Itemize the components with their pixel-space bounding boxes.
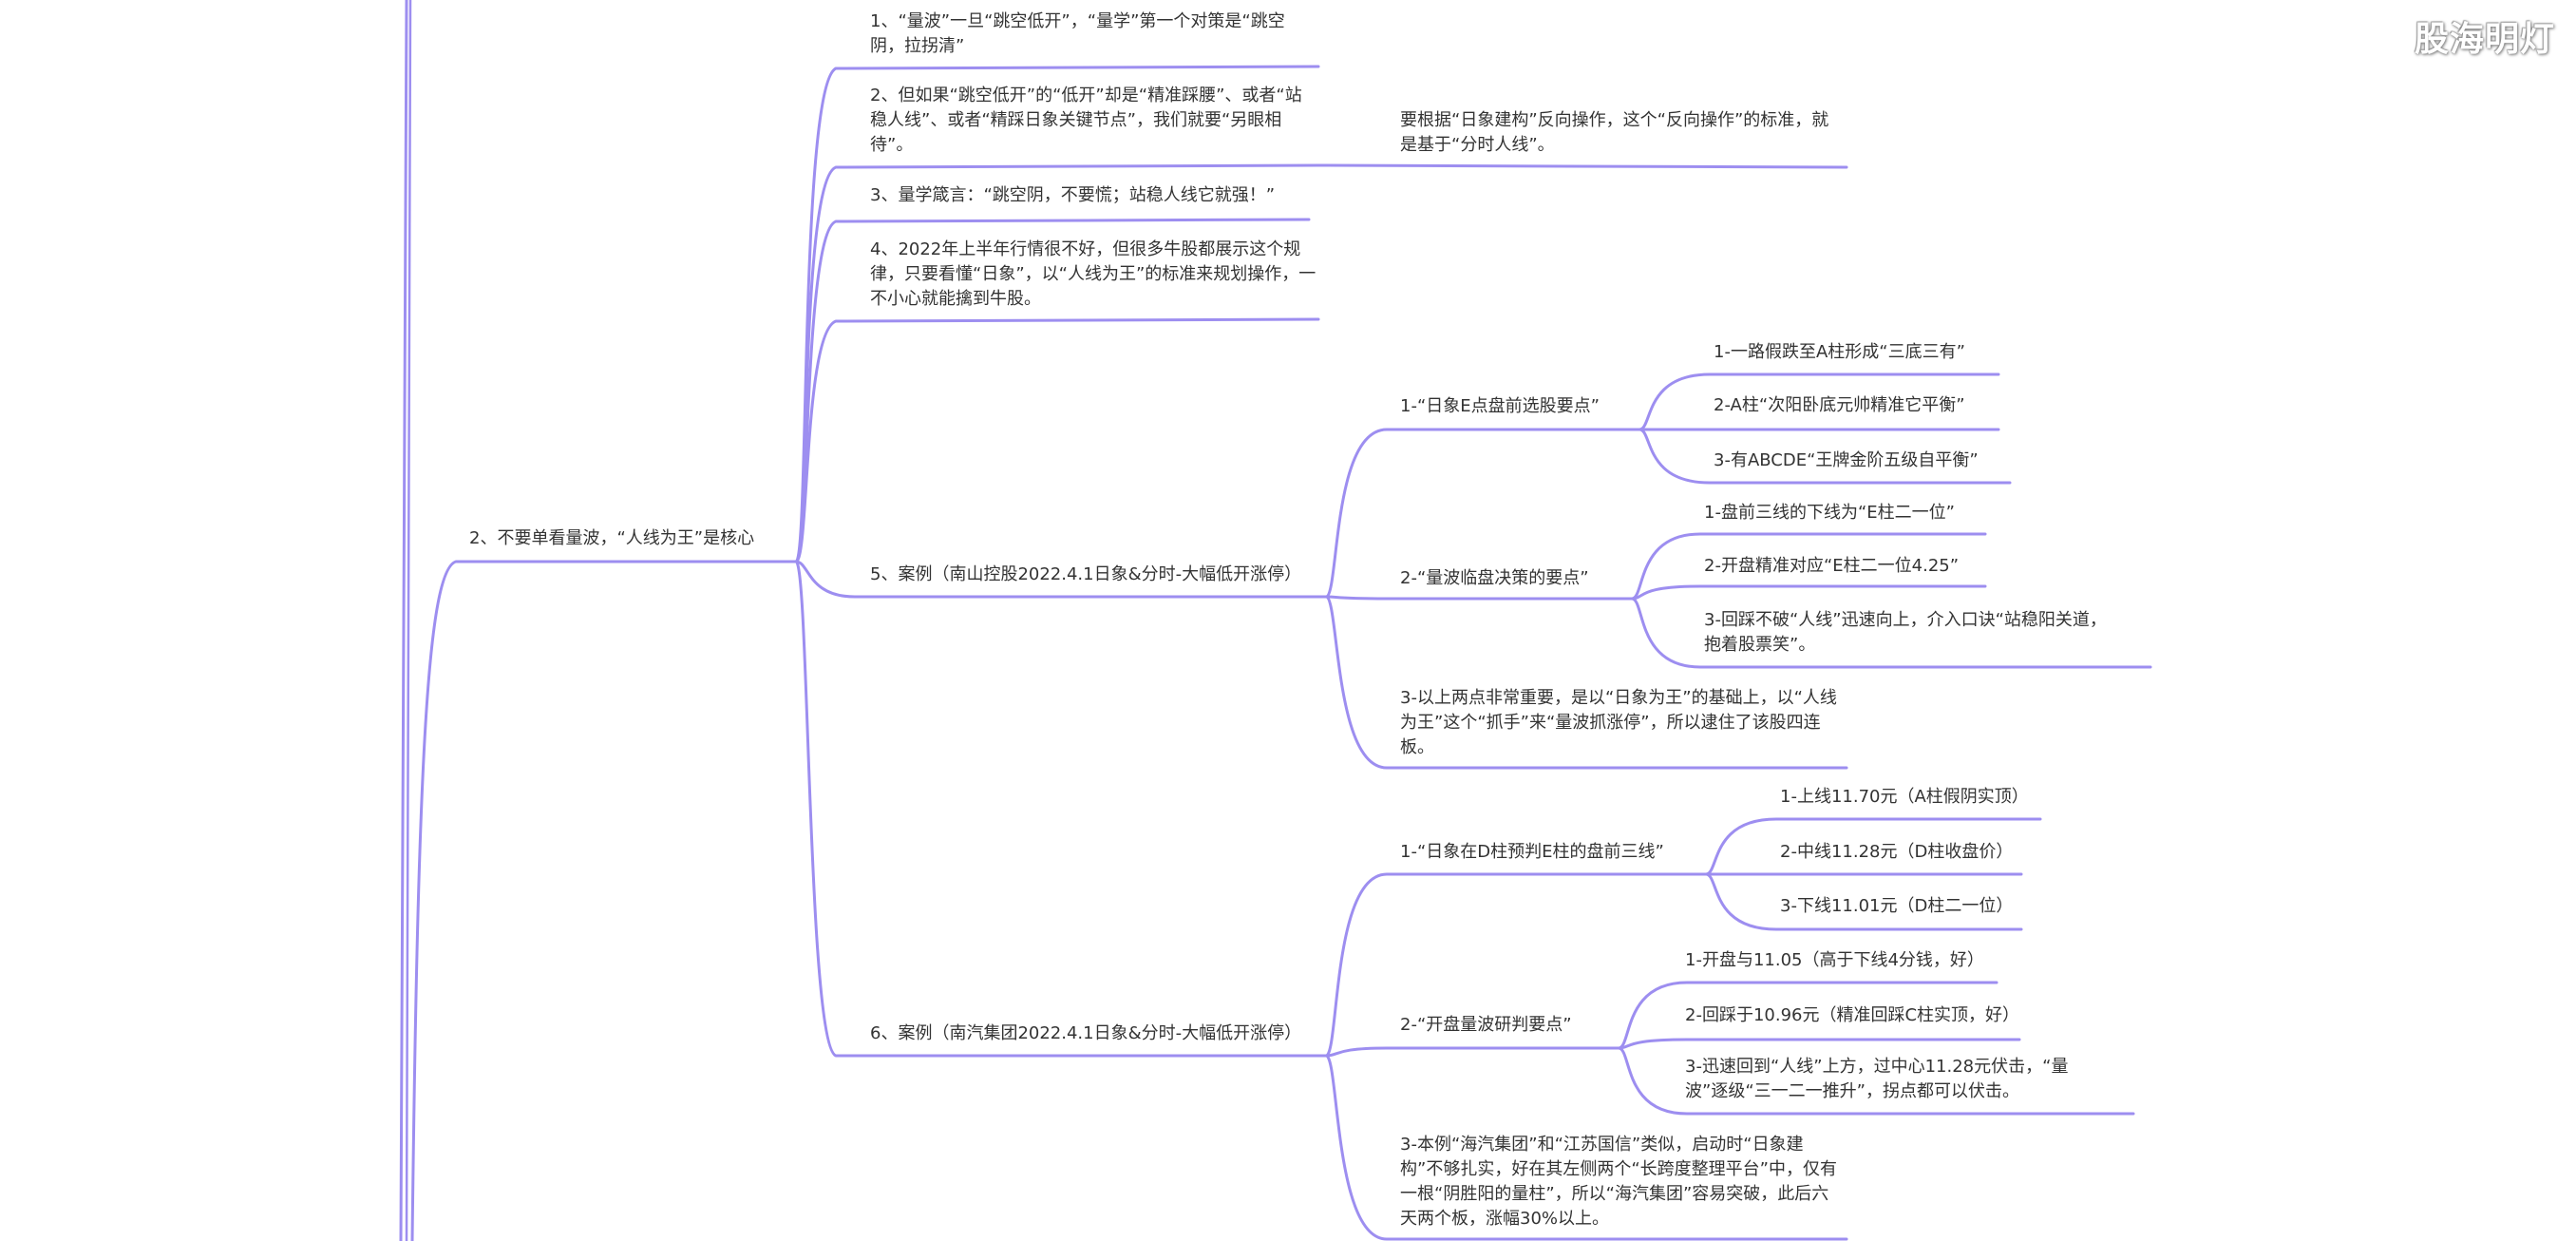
node-2-1[interactable]: 1、“量波”一旦“跳空低开”，“量学”第一个对策是“跳空阴，拉拐清” bbox=[870, 11, 1285, 56]
node-5-2-1[interactable]: 1-盘前三线的下线为“E柱二一位” bbox=[1704, 503, 1955, 523]
node-6-3[interactable]: 3-本例“海汽集团”和“江苏国信”类似，启动时“日象建构”不够扎实，好在其左侧两… bbox=[1400, 1135, 1837, 1229]
node-2-4[interactable]: 4、2022年上半年行情很不好，但很多牛股都展示这个规律，只要看懂“日象”，以“… bbox=[870, 239, 1316, 309]
node-6-2-1[interactable]: 1-开盘与11.05（高于下线4分钱，好） bbox=[1685, 950, 1984, 970]
node-6-2-2[interactable]: 2-回踩于10.96元（精准回踩C柱实顶，好） bbox=[1685, 1005, 2020, 1025]
node-6-1-3[interactable]: 3-下线11.01元（D柱二一位） bbox=[1780, 896, 2014, 916]
node-2-3[interactable]: 3、量学箴言：“跳空阴，不要慌；站稳人线它就强！” bbox=[870, 185, 1276, 205]
node-5-1-1[interactable]: 1-一路假跌至A柱形成“三底三有” bbox=[1714, 342, 1965, 362]
node-2-5[interactable]: 5、案例（南山控股2022.4.1日象&分时-大幅低开涨停） bbox=[870, 564, 1302, 584]
node-5-2-3[interactable]: 3-回踩不破“人线”迅速向上，介入口诀“站稳阳关道，抱着股票笑”。 bbox=[1704, 610, 2107, 655]
node-6-1-2[interactable]: 2-中线11.28元（D柱收盘价） bbox=[1780, 842, 2014, 862]
node-5-1-2[interactable]: 2-A柱“次阳卧底元帅精准它平衡” bbox=[1714, 395, 1965, 415]
node-5-1[interactable]: 1-“日象E点盘前选股要点” bbox=[1400, 396, 1600, 416]
node-5-2[interactable]: 2-“量波临盘决策的要点” bbox=[1400, 568, 1589, 588]
node-2-6[interactable]: 6、案例（南汽集团2022.4.1日象&分时-大幅低开涨停） bbox=[870, 1023, 1302, 1043]
watermark-logo: 股海明灯 bbox=[2414, 20, 2555, 59]
node-6-1-1[interactable]: 1-上线11.70元（A柱假阴实顶） bbox=[1780, 787, 2029, 807]
node-6-2[interactable]: 2-“开盘量波研判要点” bbox=[1400, 1015, 1572, 1035]
node-5-3[interactable]: 3-以上两点非常重要，是以“日象为王”的基础上，以“人线为王”这个“抓手”来“量… bbox=[1400, 688, 1837, 757]
node-5-1-3[interactable]: 3-有ABCDE“王牌金阶五级自平衡” bbox=[1714, 450, 1979, 470]
node-branch-2[interactable]: 2、不要单看量波，“人线为王”是核心 bbox=[469, 528, 755, 548]
node-6-2-3[interactable]: 3-迅速回到“人线”上方，过中心11.28元伏击，“量波”逐级“三一二一推升”，… bbox=[1685, 1057, 2069, 1101]
node-2-2-1[interactable]: 要根据“日象建构”反向操作，这个“反向操作”的标准，就是基于“分时人线”。 bbox=[1400, 110, 1829, 155]
node-5-2-2[interactable]: 2-开盘精准对应“E柱二一位4.25” bbox=[1704, 556, 1960, 576]
node-2-2[interactable]: 2、但如果“跳空低开”的“低开”却是“精准踩腰”、或者“站稳人线”、或者“精踩日… bbox=[870, 86, 1302, 155]
node-6-1[interactable]: 1-“日象在D柱预判E柱的盘前三线” bbox=[1400, 842, 1664, 862]
